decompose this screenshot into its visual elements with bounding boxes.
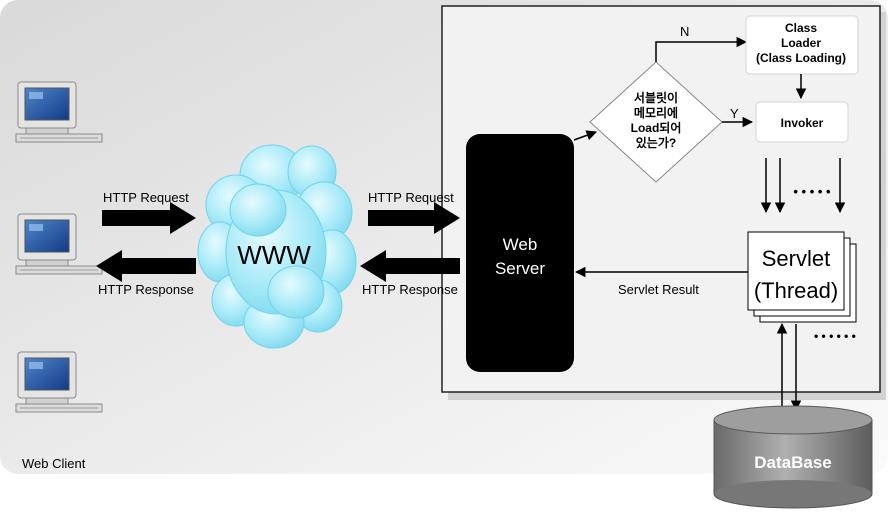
thread-ellipsis-bottom: • • • • • •	[814, 329, 856, 343]
invoker-box	[755, 101, 849, 143]
response-arrow-icon	[360, 250, 460, 282]
decision-line1: 서블릿이	[634, 90, 678, 105]
request-arrow-icon	[102, 202, 196, 234]
class-loader-line1: Class	[785, 21, 817, 35]
www-label: WWW	[237, 240, 311, 270]
server-request-label: HTTP Request	[368, 190, 454, 205]
web-server-label-line1: Web	[503, 235, 538, 254]
servlet-label-line1: Servlet	[762, 246, 830, 271]
database-label: DataBase	[754, 453, 832, 472]
decision-diamond	[589, 61, 723, 183]
class-loader-line3: (Class Loading)	[756, 51, 846, 65]
no-branch-arrow	[655, 36, 748, 62]
no-branch-label: N	[680, 24, 689, 39]
www-cloud-icon	[197, 144, 357, 349]
web-client-label: Web Client	[22, 456, 86, 471]
decision-line2: 메모리에	[634, 105, 678, 120]
yes-branch-label: Y	[730, 106, 739, 121]
class-loader-line2: Loader	[781, 36, 821, 50]
servlet-page-front	[747, 231, 845, 311]
response-arrow-icon	[96, 250, 196, 282]
database-cylinder-icon	[713, 405, 873, 509]
web-server-label-line2: Server	[495, 259, 545, 278]
class-loader-box	[745, 15, 859, 75]
decision-line4: 있는가?	[636, 135, 676, 150]
thread-ellipsis-top: • • • • •	[793, 184, 831, 199]
client-request-label: HTTP Request	[103, 190, 189, 205]
client-response-label: HTTP Response	[98, 282, 194, 297]
server-response-label: HTTP Response	[362, 282, 458, 297]
decision-line3: Load되어	[631, 120, 682, 135]
servlet-result-label: Servlet Result	[618, 282, 699, 297]
request-arrow-icon	[368, 202, 460, 234]
servlet-label-line2: (Thread)	[754, 278, 838, 303]
invoker-label: Invoker	[781, 116, 824, 130]
web-server-box	[466, 134, 574, 372]
connector-arrow	[573, 130, 597, 141]
